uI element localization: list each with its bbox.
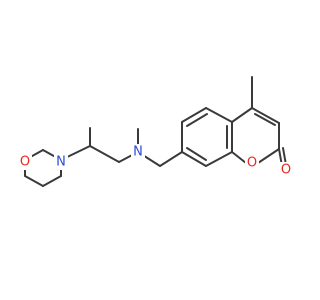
molecule-canvas: O N N O O bbox=[18, 76, 293, 187]
bond bbox=[205, 107, 233, 123]
label-background bbox=[54, 154, 68, 170]
label-background bbox=[279, 162, 293, 178]
side-chain bbox=[60, 127, 183, 167]
carbonyl-oxygen-label: O bbox=[281, 163, 291, 178]
bond bbox=[159, 151, 183, 167]
bond bbox=[181, 151, 207, 167]
bond bbox=[251, 107, 280, 124]
bond bbox=[42, 175, 62, 187]
double-bond bbox=[186, 147, 207, 161]
double-bond bbox=[254, 113, 276, 126]
morpholine-nitrogen-label: N bbox=[56, 155, 66, 170]
double-bond bbox=[186, 113, 208, 127]
bond bbox=[231, 107, 253, 123]
bond bbox=[24, 175, 44, 187]
pyranone-ring bbox=[231, 76, 287, 167]
bond bbox=[205, 151, 233, 167]
benzene-ring bbox=[181, 107, 233, 167]
amine-nitrogen-label: N bbox=[133, 145, 143, 160]
ring-oxygen-label: O bbox=[247, 156, 257, 171]
structure-diagram: O N N O O bbox=[18, 76, 293, 187]
bond bbox=[181, 107, 207, 123]
atom-labels: O N N O O bbox=[18, 144, 293, 178]
bond bbox=[89, 145, 120, 163]
morpholine-oxygen-label: O bbox=[20, 155, 30, 170]
bond bbox=[231, 151, 247, 164]
bond bbox=[257, 148, 280, 164]
label-background bbox=[18, 154, 32, 170]
label-background bbox=[245, 155, 259, 171]
label-background bbox=[131, 144, 145, 160]
